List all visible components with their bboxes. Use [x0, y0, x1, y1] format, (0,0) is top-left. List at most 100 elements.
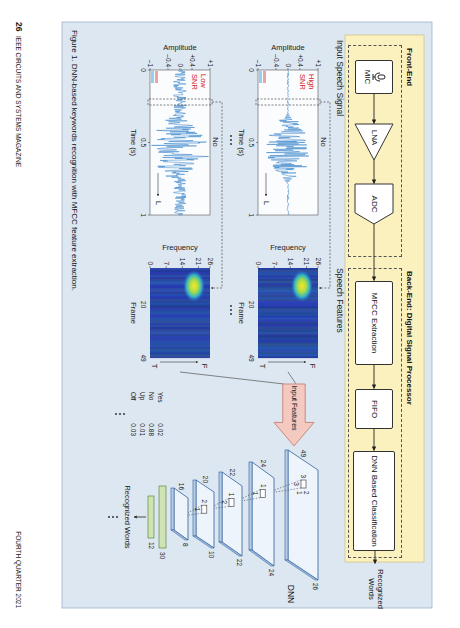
table-cell: 0.01	[138, 423, 145, 436]
dimension-label: 49	[299, 450, 306, 457]
node-text: Front-End	[405, 48, 414, 86]
panel-title: Speech Features	[334, 268, 344, 333]
kernel-label: 3	[292, 482, 299, 486]
frame-band	[259, 71, 262, 83]
tick-label: +0.4	[296, 54, 303, 67]
spectrogram-column	[150, 316, 210, 318]
layer-edge	[219, 472, 222, 542]
running-footer: FOURTH QUARTER 2021	[14, 531, 21, 608]
spectrogram-column	[150, 308, 210, 310]
spectrogram-column	[258, 270, 318, 272]
spectrogram-column	[150, 336, 210, 338]
layer-side	[171, 530, 188, 540]
tick-mark	[168, 68, 169, 70]
plot-area	[258, 70, 318, 215]
layer-edge	[285, 450, 288, 560]
kernel-label: 2	[201, 500, 208, 504]
spectrogram-column	[150, 312, 210, 314]
spectrogram-column	[258, 345, 318, 347]
axis-title: Frequency	[270, 244, 305, 253]
kernel-label: 2	[302, 491, 309, 495]
tick-mark	[150, 266, 151, 268]
tick-mark	[318, 68, 319, 70]
signal-arrow	[374, 365, 375, 389]
tick-mark	[274, 266, 275, 268]
spectrogram-column	[150, 345, 210, 347]
feature-link	[180, 372, 284, 384]
spectrogram-column	[150, 347, 210, 349]
ellipsis-dot	[123, 413, 125, 415]
node-text: LNA	[369, 130, 378, 146]
spectrogram-column	[258, 347, 318, 349]
spectrogram-column	[258, 354, 318, 356]
energy-blob	[291, 270, 313, 302]
spectrogram-column	[150, 301, 210, 303]
spectrogram-column	[150, 303, 210, 305]
ellipsis-dot	[230, 305, 232, 307]
spectrogram-column	[258, 299, 318, 301]
axis-arrow	[160, 362, 198, 363]
stage-group: Front-EndMICLNAADC	[348, 45, 402, 257]
ellipsis-dot	[116, 516, 118, 518]
tick-mark	[256, 215, 258, 216]
figure-background	[62, 22, 432, 608]
kernel-label: 2	[220, 501, 227, 505]
microphone-icon	[378, 75, 385, 79]
layer-side	[285, 560, 318, 580]
node-text: ADC	[369, 196, 378, 213]
layer-side	[219, 542, 242, 556]
converter-block: ADC	[355, 184, 393, 224]
axis-title: Time (s)	[129, 129, 138, 156]
node-text: Recognized Words	[366, 564, 383, 614]
ellipsis-dot	[230, 135, 232, 137]
process-box: FIFO	[355, 389, 393, 429]
dimension-label: 24	[259, 460, 266, 467]
amplifier-triangle: LNA	[355, 124, 393, 160]
spectrogram-column	[150, 318, 210, 320]
spectrogram-column	[150, 356, 210, 358]
tick-label: 26	[314, 258, 321, 265]
spectrogram-column	[258, 327, 318, 329]
signal-arrow	[374, 429, 375, 451]
dimension-label: 20	[201, 476, 208, 483]
tick-mark	[210, 68, 211, 70]
spectrogram-column	[150, 299, 210, 301]
tick-mark	[180, 68, 181, 70]
spectrogram-column	[150, 338, 210, 340]
dimension-label: 22	[235, 559, 242, 566]
tick-label: 0	[254, 261, 261, 265]
spectrogram-column	[258, 307, 318, 309]
spectrogram-column	[258, 349, 318, 351]
axis-arrow-label: F	[200, 364, 209, 369]
tick-label: 49	[247, 354, 254, 361]
table-cell: 0.88	[147, 423, 154, 436]
axis-title: Time (s)	[237, 129, 246, 156]
ellipsis-dot	[230, 139, 232, 141]
spectrogram-column	[150, 330, 210, 332]
dimension-label: 10	[207, 551, 214, 558]
ellipsis-dot	[112, 516, 114, 518]
tick-label: –0.4	[164, 54, 171, 67]
energy-blob	[183, 270, 205, 302]
tick-mark	[256, 142, 258, 143]
kernel-label: 1	[193, 507, 200, 511]
tick-mark	[148, 70, 150, 71]
spectrogram-column	[150, 321, 210, 323]
spectrogram-column	[150, 352, 210, 354]
frame-band	[263, 71, 266, 83]
spectrogram-column	[258, 318, 318, 320]
spectrogram-column	[150, 270, 210, 272]
spectrogram-column	[150, 307, 210, 309]
dimension-label: 8	[181, 543, 188, 547]
axis-title: Frame	[129, 302, 138, 324]
tick-label: 26	[206, 258, 213, 265]
tick-label: –0.4	[272, 54, 279, 67]
word-label: No	[211, 137, 220, 147]
frame-band	[155, 71, 158, 83]
node-text: DNN Based Classification	[369, 455, 378, 547]
tick-label: –1	[146, 60, 153, 67]
microphone-icon	[372, 70, 386, 84]
axis-arrow-label: F	[308, 364, 317, 369]
frame-window	[256, 99, 320, 105]
spectrogram-column	[150, 343, 210, 345]
